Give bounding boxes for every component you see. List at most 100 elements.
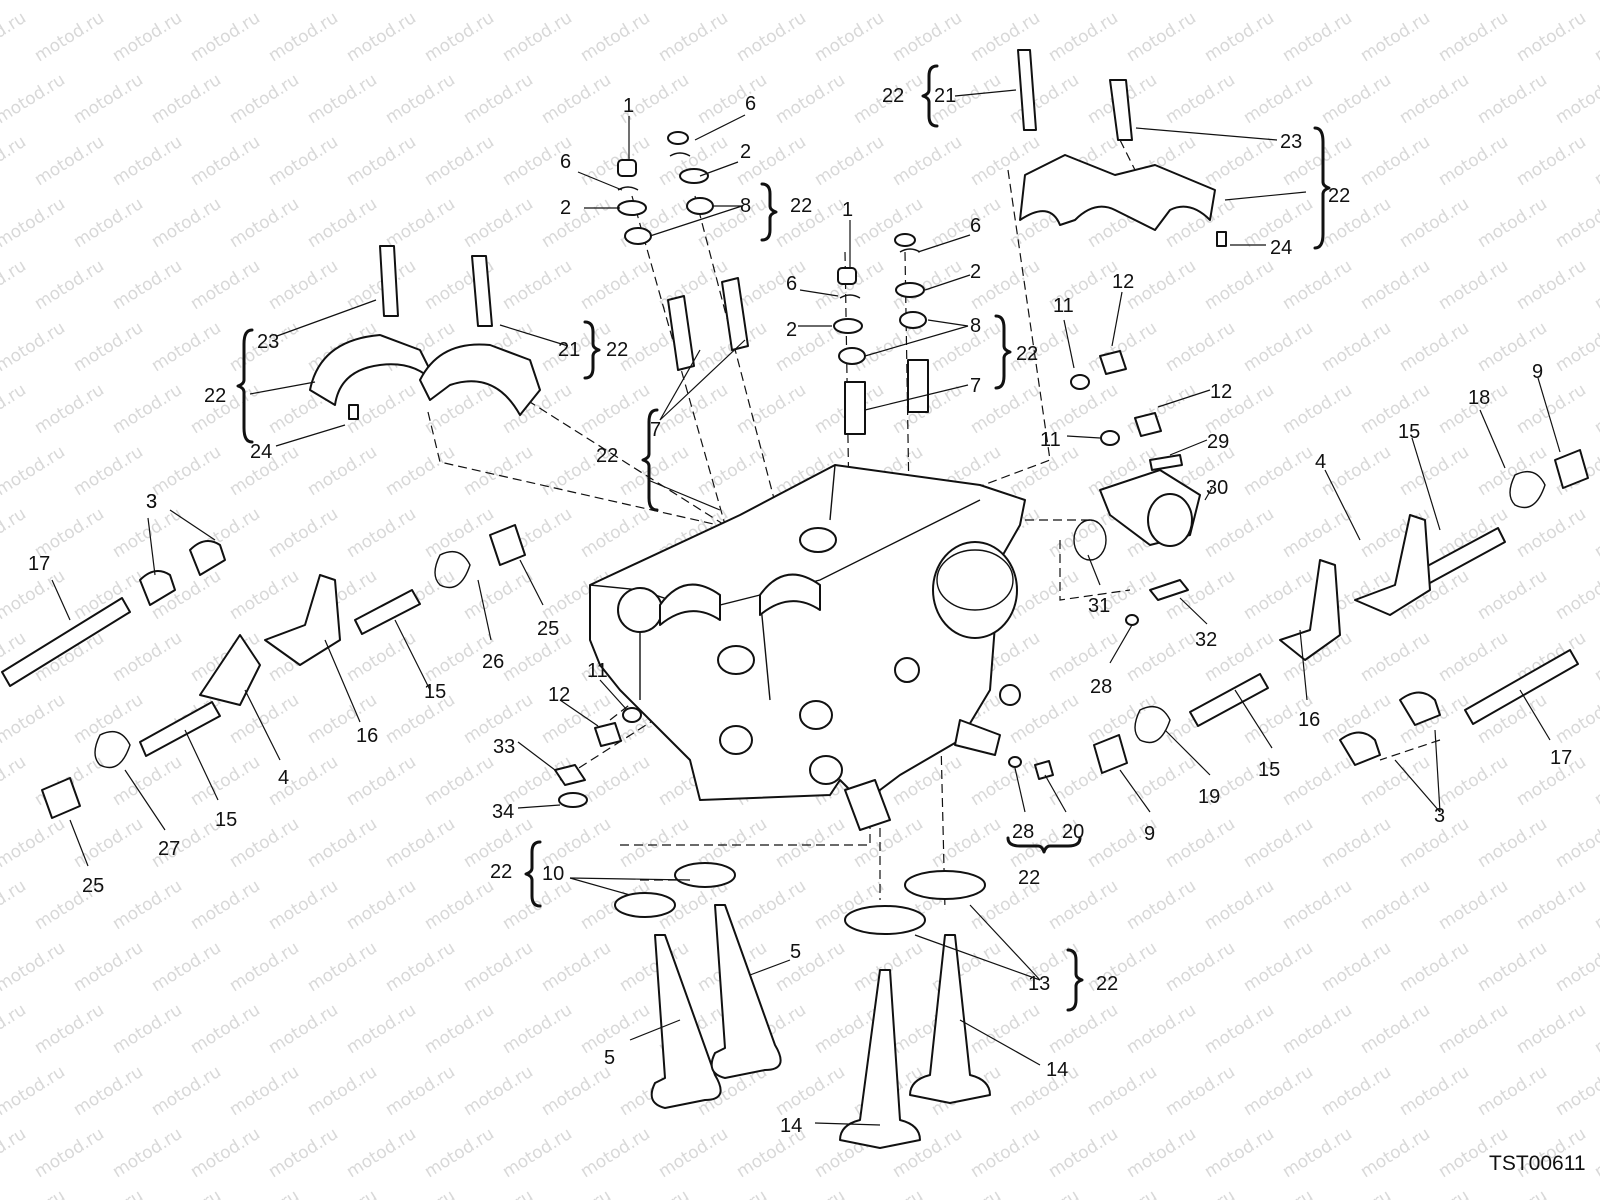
watermark-text: motod.ru <box>109 876 186 934</box>
callout-label: 22 <box>1016 343 1038 365</box>
watermark-text: motod.ru <box>70 690 147 748</box>
callout-label: 9 <box>1532 361 1543 383</box>
callout-label: 2 <box>560 197 571 219</box>
watermark-text: motod.ru <box>31 1000 108 1058</box>
watermark-text: motod.ru <box>31 256 108 314</box>
callout-label: 11 <box>587 660 608 682</box>
watermark-text: motod.ru <box>460 442 537 500</box>
watermark-text: motod.ru <box>226 938 303 996</box>
grouping-braces <box>236 64 1331 1012</box>
watermark-text: motod.ru <box>187 1000 264 1058</box>
watermark-text: motod.ru <box>1552 938 1600 996</box>
watermark-text: motod.ru <box>577 132 654 190</box>
watermark-text: motod.ru <box>109 256 186 314</box>
watermark-text: motod.ru <box>1396 0 1473 4</box>
watermark-text: motod.ru <box>31 132 108 190</box>
watermark-text: motod.ru <box>1435 752 1512 810</box>
watermark-text: motod.ru <box>1201 132 1278 190</box>
watermark-text: motod.ru <box>577 1000 654 1058</box>
watermark-text: motod.ru <box>1279 752 1356 810</box>
callout-label: 23 <box>257 331 279 353</box>
watermark-text: motod.ru <box>421 876 498 934</box>
watermark-text: motod.ru <box>733 380 810 438</box>
watermark-text: motod.ru <box>1474 1062 1551 1120</box>
watermark-text: motod.ru <box>538 1062 615 1120</box>
watermark-text: motod.ru <box>733 256 810 314</box>
watermark-text: motod.ru <box>1474 938 1551 996</box>
watermark-text: motod.ru <box>1474 566 1551 624</box>
watermark-text: motod.ru <box>850 1186 927 1200</box>
watermark-text: motod.ru <box>1552 566 1600 624</box>
watermark-text: motod.ru <box>1201 8 1278 66</box>
watermark-text: motod.ru <box>733 876 810 934</box>
watermark-text: motod.ru <box>1123 256 1200 314</box>
watermark-text: motod.ru <box>70 814 147 872</box>
watermark-text: motod.ru <box>421 8 498 66</box>
callout-label: 20 <box>1062 821 1084 843</box>
watermark-text: motod.ru <box>1240 1062 1317 1120</box>
watermark-text: motod.ru <box>1240 814 1317 872</box>
watermark-text: motod.ru <box>1201 1124 1278 1182</box>
watermark-text: motod.ru <box>421 132 498 190</box>
callout-label: 21 <box>558 339 580 361</box>
callout-label: 1 <box>623 95 634 117</box>
watermark-text: motod.ru <box>148 0 225 4</box>
watermark-text: motod.ru <box>1045 1000 1122 1058</box>
watermark-text: motod.ru <box>0 194 69 252</box>
callout-label: 6 <box>970 215 981 237</box>
callout-label: 31 <box>1088 595 1110 617</box>
watermark-text: motod.ru <box>265 752 342 810</box>
callout-label: 29 <box>1207 431 1229 453</box>
callout-label: 28 <box>1012 821 1034 843</box>
watermark-text: motod.ru <box>0 380 30 438</box>
watermark-text: motod.ru <box>1318 1062 1395 1120</box>
callout-label: 27 <box>158 838 180 860</box>
watermark-text: motod.ru <box>499 1000 576 1058</box>
callout-label: 13 <box>1028 973 1050 995</box>
callout-label: 16 <box>356 725 378 747</box>
watermark-text: motod.ru <box>0 256 30 314</box>
watermark-text: motod.ru <box>1006 0 1083 4</box>
callout-label: 5 <box>604 1047 615 1069</box>
watermark-text: motod.ru <box>577 1124 654 1182</box>
watermark-text: motod.ru <box>265 1000 342 1058</box>
watermark-text: motod.ru <box>1591 752 1600 810</box>
watermark-text: motod.ru <box>1474 194 1551 252</box>
watermark-text: motod.ru <box>148 1186 225 1200</box>
watermark-text: motod.ru <box>1396 70 1473 128</box>
watermark-text: motod.ru <box>1318 70 1395 128</box>
watermark-text: motod.ru <box>265 8 342 66</box>
watermark-text: motod.ru <box>0 690 69 748</box>
watermark-text: motod.ru <box>1591 8 1600 66</box>
callout-label: 28 <box>1090 676 1112 698</box>
watermark-text: motod.ru <box>1279 504 1356 562</box>
watermark-text: motod.ru <box>0 814 69 872</box>
watermark-text: motod.ru <box>1591 380 1600 438</box>
watermark-text: motod.ru <box>1357 628 1434 686</box>
watermark-text: motod.ru <box>1279 380 1356 438</box>
watermark-text: motod.ru <box>343 1124 420 1182</box>
watermark-text: motod.ru <box>655 8 732 66</box>
watermark-text: motod.ru <box>304 1186 381 1200</box>
watermark-text: motod.ru <box>0 1000 30 1058</box>
watermark-text: motod.ru <box>694 0 771 4</box>
watermark-text: motod.ru <box>1513 504 1590 562</box>
watermark-text: motod.ru <box>70 70 147 128</box>
watermark-text: motod.ru <box>226 1186 303 1200</box>
watermark-text: motod.ru <box>1552 1062 1600 1120</box>
watermark-text: motod.ru <box>1591 1124 1600 1182</box>
callout-label: 24 <box>1270 237 1292 259</box>
watermark-text: motod.ru <box>1240 566 1317 624</box>
callout-label: 3 <box>1434 805 1445 827</box>
watermark-text: motod.ru <box>109 628 186 686</box>
callout-label: 22 <box>882 85 904 107</box>
watermark-text: motod.ru <box>1240 0 1317 4</box>
cylinder-head <box>589 464 1026 831</box>
watermark-text: motod.ru <box>772 1062 849 1120</box>
watermark-text: motod.ru <box>70 938 147 996</box>
callout-label: 12 <box>1210 381 1232 403</box>
callout-label: 22 <box>490 861 512 883</box>
watermark-text: motod.ru <box>0 876 30 934</box>
watermark-text: motod.ru <box>1006 70 1083 128</box>
watermark-text: motod.ru <box>1318 442 1395 500</box>
